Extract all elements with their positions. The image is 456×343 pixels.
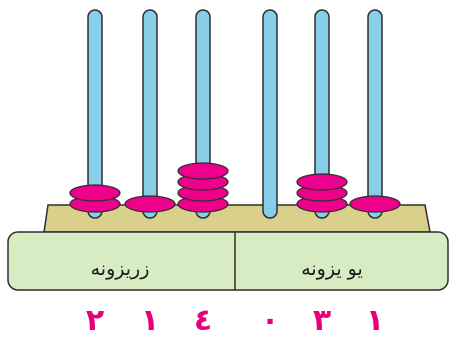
rod-1 [69,9,121,219]
digit-1: ۲ [85,303,105,338]
rod-5 [296,9,348,219]
digit-2: ۱ [140,303,160,338]
bead [124,195,176,213]
thousands-period-label: زریزونه [90,258,150,280]
digit-4: ۰ [260,303,280,338]
rod [314,9,330,219]
digit-3: ٤ [193,303,213,338]
rod [262,9,278,219]
bead [349,195,401,213]
bead [296,173,348,191]
rod [142,9,158,219]
rod-6 [349,9,401,219]
rod [87,9,103,219]
rods-layer [69,9,401,219]
bead [177,162,229,180]
ones-period-label: یو یزونه [301,258,363,280]
place-value-panel [7,231,449,291]
rod [367,9,383,219]
rod-3 [177,9,229,219]
rod-4 [262,9,278,219]
digit-6: ۱ [365,303,385,338]
digit-5: ۳ [312,303,332,338]
rod-2 [124,9,176,219]
bead [69,184,121,202]
